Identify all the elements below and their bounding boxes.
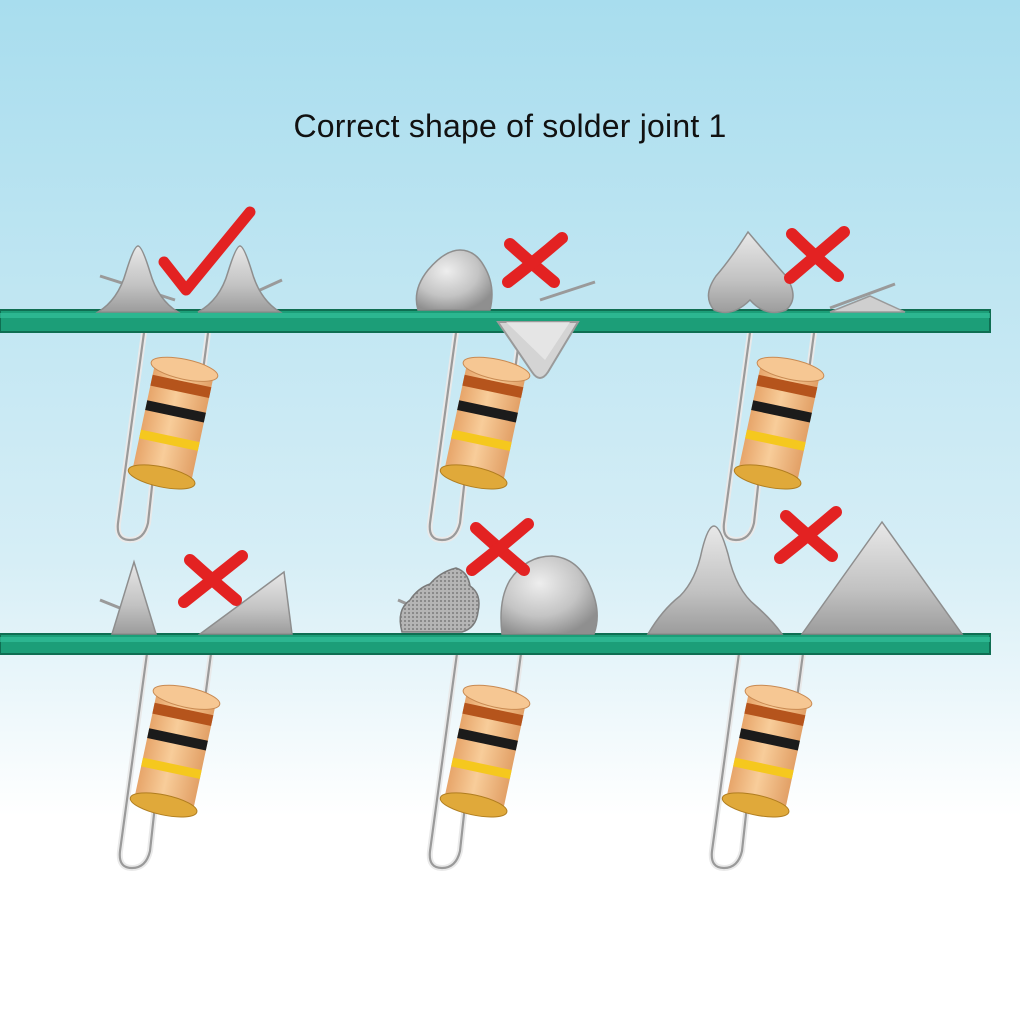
solder-joint-porous xyxy=(399,567,480,633)
solder-joint-flat xyxy=(829,295,906,313)
page-title: Correct shape of solder joint 1 xyxy=(293,108,727,144)
solder-joint-tall-concave xyxy=(646,525,784,635)
panel-spike-insufficient xyxy=(99,550,293,635)
cross-icon xyxy=(774,506,842,564)
cross-icon xyxy=(784,226,850,284)
panel-tall-excessive xyxy=(646,506,964,635)
solder-joint-wedge xyxy=(197,570,293,635)
solder-joint-tall-cone xyxy=(800,520,964,635)
panel-porous-lumpy xyxy=(397,518,598,635)
panel-heart-excess xyxy=(707,226,906,314)
panel-round-blob xyxy=(415,232,596,379)
solder-joint-ball xyxy=(415,249,493,311)
solder-joint-spike xyxy=(110,559,158,635)
cross-icon xyxy=(502,232,568,288)
solder-joint-concave xyxy=(95,245,181,313)
solder-joint-concave xyxy=(197,245,283,313)
panel-good-joint xyxy=(95,206,283,313)
cross-icon xyxy=(178,550,248,608)
check-icon xyxy=(158,206,256,296)
cross-icon xyxy=(466,518,534,576)
